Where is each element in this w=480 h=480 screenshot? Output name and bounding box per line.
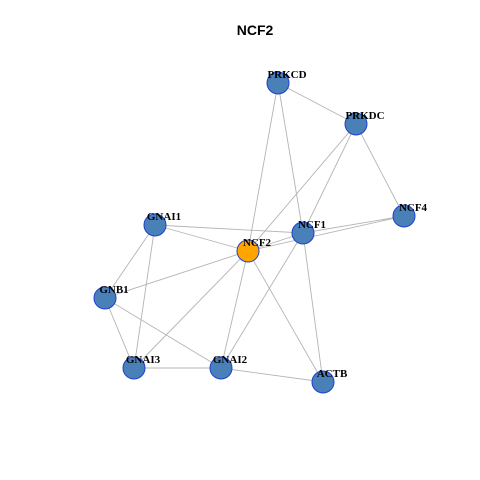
node-circle-prkcd [266,71,290,95]
node-label-prkcd: PRKCD [267,69,306,81]
node-circle-ncf4 [392,204,416,228]
edge-gnai1-ncf1 [154,224,304,234]
node-circle-gnai2 [209,356,233,380]
edge-prkcd-prkdc [277,82,357,125]
edge-ncf1-actb [302,232,324,383]
node-label-actb: ACTB [317,368,348,380]
node-gnai3: GNAI3 [122,354,161,380]
node-circle-gnai1 [143,213,167,237]
edge-gnai1-ncf2 [154,224,249,252]
node-label-gnai2: GNAI2 [213,354,248,366]
edge-prkdc-ncf2 [247,123,357,252]
edge-gnai1-gnb1 [104,224,156,299]
node-circle-prkdc [344,112,368,136]
node-ncf4: NCF4 [392,202,428,228]
edge-prkcd-ncf2 [247,82,279,252]
node-ncf2: NCF2 [236,237,272,263]
node-circle-actb [311,370,335,394]
node-ncf1: NCF1 [291,219,326,245]
edge-prkcd-ncf1 [277,82,304,234]
diagram-title: NCF2 [237,22,274,38]
node-circle-gnb1 [93,286,117,310]
node-actb: ACTB [311,368,348,394]
edge-ncf2-gnai3 [133,250,249,369]
edge-layer [104,82,405,383]
edge-prkdc-ncf1 [302,123,357,234]
edge-ncf2-gnai2 [220,250,249,369]
edge-prkdc-ncf4 [355,123,405,217]
node-prkdc: PRKDC [344,110,385,136]
node-circle-ncf1 [291,221,315,245]
edge-ncf4-ncf1 [302,215,405,234]
edge-gnb1-gnai2 [104,297,222,369]
node-label-ncf2: NCF2 [243,237,272,249]
node-circle-ncf2 [236,239,260,263]
node-gnai1: GNAI1 [143,211,181,237]
edge-ncf2-gnb1 [104,250,249,299]
node-label-gnai1: GNAI1 [147,211,181,223]
edge-ncf4-ncf2 [247,215,405,252]
node-label-prkdc: PRKDC [345,110,384,122]
node-label-gnai3: GNAI3 [126,354,161,366]
edge-gnb1-gnai3 [104,297,135,369]
node-label-ncf4: NCF4 [399,202,428,214]
edge-gnai2-actb [220,367,324,383]
edge-ncf1-gnai2 [220,232,304,369]
node-label-ncf1: NCF1 [298,219,326,231]
node-gnai2: GNAI2 [209,354,248,380]
node-gnb1: GNB1 [93,284,129,310]
edge-ncf2-actb [247,250,324,383]
node-label-gnb1: GNB1 [99,284,128,296]
node-circle-gnai3 [122,356,146,380]
node-prkcd: PRKCD [266,69,307,95]
edge-gnai1-gnai3 [133,224,156,369]
